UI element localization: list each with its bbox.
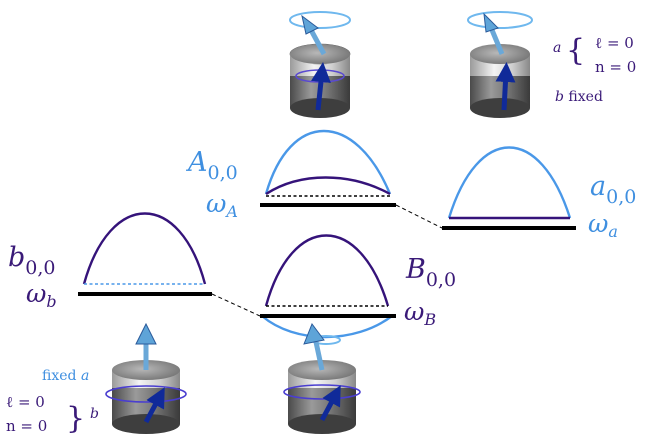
mode-label-b: b (90, 406, 99, 422)
level-label-A: A0,0 (185, 147, 238, 184)
omega-label-b: ωb (26, 279, 57, 311)
rotation-ellipse-icon (467, 11, 533, 29)
rotation-ellipse-icon (283, 384, 361, 400)
connector-line (211, 293, 261, 317)
brace-icon: { (566, 33, 585, 68)
fixed-mode-b: b fixed (555, 89, 603, 105)
level-b (78, 212, 212, 296)
rotation-ellipse-icon (289, 11, 351, 29)
omega-label-B: ωB (404, 297, 436, 329)
spin-arrow-icon (311, 62, 331, 111)
spin-arrow-icon (303, 322, 325, 371)
mode-profile-purple (82, 212, 207, 285)
omega-label-A: ωA (206, 189, 238, 221)
rotation-ellipse-icon (105, 385, 187, 403)
resonator-top-right (467, 11, 533, 118)
resonator-bottom-left (105, 322, 187, 434)
brace-icon: } (66, 401, 85, 436)
mode-label-a: a (553, 40, 561, 56)
connector-line (395, 204, 443, 229)
spin-arrow-icon (319, 385, 341, 422)
level-A (260, 129, 396, 207)
mode-profile-blue (264, 129, 392, 195)
spin-arrow-icon (495, 62, 516, 111)
quantum-number-n: n = 0 (595, 58, 636, 76)
level-B (260, 234, 396, 339)
spin-arrow-icon (143, 387, 165, 424)
resonator-top-middle (289, 11, 351, 118)
level-label-a: a0,0 (590, 171, 636, 208)
quantum-number-l: ℓ = 0 (595, 34, 634, 52)
mode-profile-purple (264, 234, 390, 307)
level-label-B: B0,0 (405, 254, 456, 291)
spin-arrow-icon (301, 14, 327, 56)
level-label-b: b0,0 (8, 242, 56, 279)
fixed-mode-a: fixed a (42, 368, 89, 384)
resonator-bottom-middle (283, 322, 361, 434)
annotation-bottom-left: fixed a ℓ = 0 n = 0 } b (6, 368, 99, 436)
quantum-number-n: n = 0 (6, 417, 47, 435)
mode-profile-blue (261, 315, 393, 339)
level-a (442, 146, 576, 230)
mode-profile-blue (447, 146, 572, 219)
spin-arrow-icon (135, 322, 157, 370)
omega-label-a: ωa (588, 209, 618, 241)
spin-arrow-icon (483, 12, 505, 55)
annotation-top-right: a { ℓ = 0 n = 0 b fixed (553, 33, 636, 105)
quantum-number-l: ℓ = 0 (6, 393, 45, 411)
mode-profile-purple (265, 176, 391, 196)
